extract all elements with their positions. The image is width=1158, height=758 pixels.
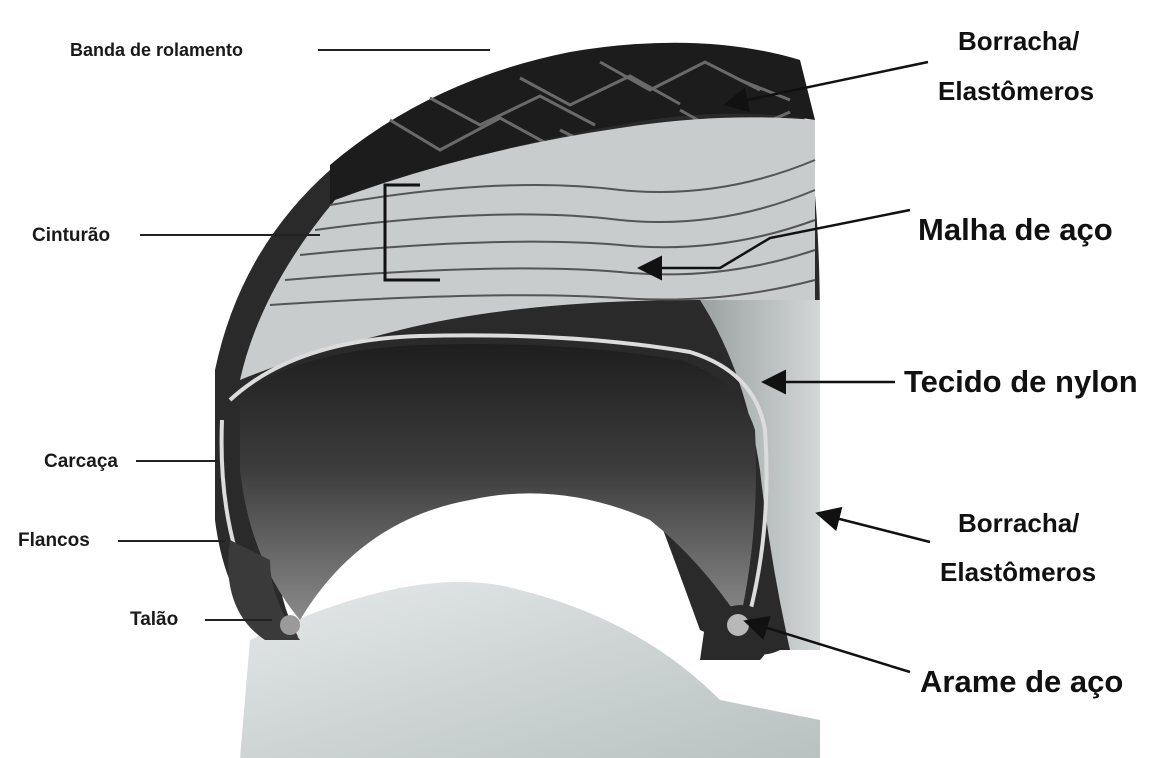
label-talao: Talão xyxy=(130,609,178,630)
label-banda-de-rolamento: Banda de rolamento xyxy=(70,40,243,60)
label-borracha-top-2: Elastômeros xyxy=(938,76,1094,106)
left-bead-wire xyxy=(280,615,300,635)
label-malha-de-aco: Malha de aço xyxy=(918,212,1113,247)
label-flancos: Flancos xyxy=(18,530,90,551)
label-carcaca: Carcaça xyxy=(44,451,118,472)
tire-cavity xyxy=(240,344,756,620)
label-arame-de-aco: Arame de aço xyxy=(920,664,1123,699)
label-cinturao: Cinturão xyxy=(32,225,110,246)
label-borracha-bottom-2: Elastômeros xyxy=(940,557,1096,587)
label-tecido-de-nylon: Tecido de nylon xyxy=(904,364,1138,399)
label-borracha-top-1: Borracha/ xyxy=(958,26,1079,56)
label-borracha-bottom-1: Borracha/ xyxy=(958,508,1079,538)
arrow-borracha-bottom xyxy=(820,514,930,542)
right-bead-wire xyxy=(727,614,749,636)
